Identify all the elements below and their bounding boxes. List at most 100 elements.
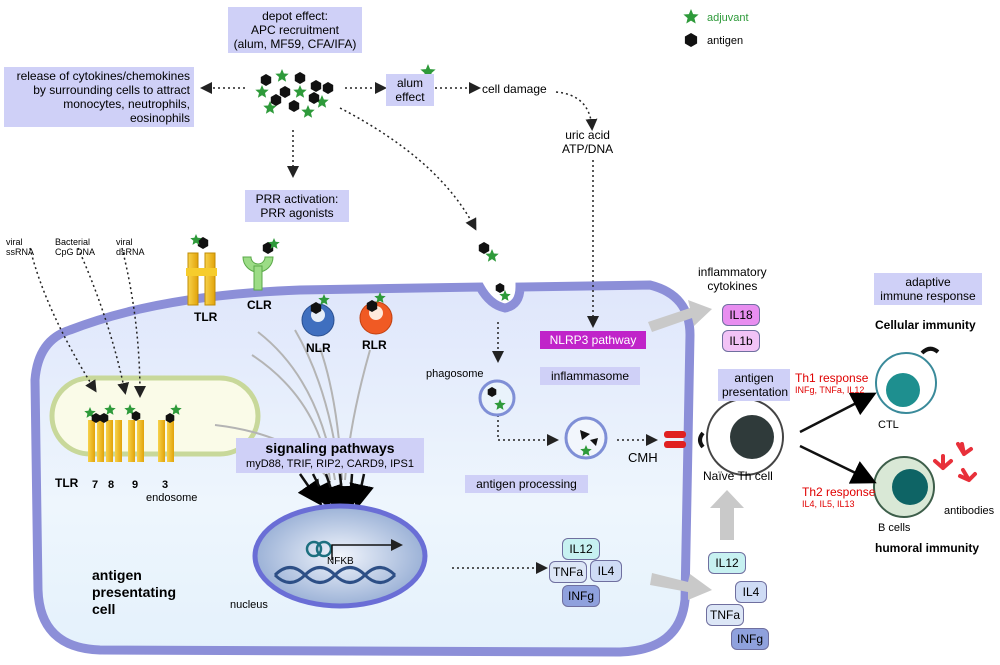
antigen-icon — [310, 302, 322, 314]
depot-line3: (alum, MF59, CFA/IFA) — [233, 37, 357, 51]
il4-inner-badge: IL4 — [590, 560, 622, 582]
endosome-shape — [49, 375, 261, 457]
tlr3-label: 3 — [162, 479, 169, 491]
nfkb-label: NFKB — [327, 556, 354, 567]
nucleus-label: nucleus — [230, 599, 268, 611]
th1-sub: INFg, TNFa, IL12 — [795, 385, 865, 395]
nlr-label: NLR — [306, 341, 331, 355]
antigen-icon — [131, 411, 141, 421]
alum-line2: effect — [395, 90, 425, 104]
signaling-pathways-box: signaling pathways myD88, TRIF, RIP2, CA… — [236, 438, 424, 473]
tlr8-label: 8 — [108, 479, 115, 491]
infl-line2: cytokines — [707, 279, 758, 293]
th2-sub: IL4, IL5, IL13 — [802, 499, 855, 509]
th1-label: Th1 response INFg, TNFa, IL12 — [795, 371, 868, 396]
release-line3: monocytes, neutrophils, eosinophils — [63, 97, 190, 125]
antigen-icon — [495, 283, 505, 293]
adjuvant-icon — [104, 404, 116, 415]
adjuvant-icon — [268, 238, 280, 249]
uric-line2: ATP/DNA — [562, 142, 614, 156]
cmh-receptor — [664, 431, 686, 448]
antigen-icon — [487, 387, 497, 397]
adjuvant-icon — [301, 105, 315, 118]
adjuvant-icon — [190, 234, 202, 245]
cellular-immunity-label: Cellular immunity — [875, 318, 976, 332]
apc-line1: antigen — [92, 567, 142, 583]
phagosome-vesicle — [478, 379, 516, 417]
cmh-label: CMH — [628, 450, 658, 465]
il12-outer-badge: IL12 — [708, 552, 746, 574]
ssrna-line1: viral — [6, 237, 23, 247]
inflammatory-arrow — [648, 300, 712, 332]
antigen-icon — [165, 413, 175, 423]
adjuvant-icon — [374, 292, 386, 303]
cpg-line2: CpG DNA — [55, 247, 96, 257]
th2-label: Th2 response IL4, IL5, IL13 — [802, 485, 875, 510]
infg-inner-badge: INFg — [562, 585, 600, 607]
adjuvant-icon — [580, 445, 592, 456]
adjuvant-icon — [485, 249, 499, 262]
ap-line1: antigen — [734, 371, 774, 385]
bacterial-cpg-label: Bacterial CpG DNA — [55, 237, 95, 257]
adjuvant-icon — [124, 404, 136, 415]
depot-line2: APC recruitment — [250, 23, 340, 37]
antigen-icon — [99, 413, 109, 423]
adaptive-response-box: adaptive immune response — [874, 273, 982, 305]
dsrna-line2: dsRNA — [116, 247, 145, 257]
signaling-title: signaling pathways — [265, 440, 395, 456]
antigen-icon — [308, 92, 320, 104]
antibodies-label: antibodies — [944, 505, 995, 517]
il18-badge: IL18 — [722, 304, 760, 326]
inflammasome-box: inflammasome — [540, 367, 640, 385]
endosome-label: endosome — [146, 492, 198, 504]
uric-acid-label: uric acid ATP/DNA — [562, 128, 613, 156]
tlr-surface-label: TLR — [194, 310, 218, 324]
prr-line1: PRR activation: — [255, 192, 339, 206]
legend-adjuvant-label: adjuvant — [707, 12, 749, 24]
humoral-immunity-label: humoral immunity — [875, 541, 980, 555]
endosome-tlrs — [88, 420, 174, 462]
b-cells-label: B cells — [878, 522, 911, 534]
antigen-icon — [288, 100, 300, 112]
depot-line1: depot effect: — [262, 9, 328, 23]
apc-line3: cell — [92, 601, 116, 617]
dna-icon — [273, 566, 397, 584]
adaptive-line2: immune response — [880, 289, 976, 303]
nlrp3-box: NLRP3 pathway — [540, 331, 646, 349]
cytokine-export-arrow — [650, 573, 712, 600]
tlr-surface-receptor — [186, 252, 217, 306]
th1-title: Th1 response — [795, 371, 869, 385]
antigen-icon — [478, 242, 490, 254]
adjuvant-icon — [494, 399, 506, 410]
viral-dsrna-label: viral dsRNA — [116, 237, 145, 257]
adjuvant-icon — [255, 85, 269, 98]
release-line1: release of cytokines/chemokines — [16, 69, 190, 83]
adjuvant-icon — [499, 290, 511, 301]
th2-title: Th2 response — [802, 485, 876, 499]
il1b-badge: IL1b — [722, 330, 760, 352]
antigen-icon — [310, 80, 322, 92]
tnfa-outer-badge: TNFa — [706, 604, 744, 626]
adjuvant-icon — [170, 404, 182, 415]
nfkb-icon — [305, 540, 333, 558]
prr-activation-box: PRR activation: PRR agonists — [245, 190, 349, 222]
il4-outer-badge: IL4 — [735, 581, 767, 603]
antigen-icon — [270, 94, 282, 106]
phagosome-label: phagosome — [426, 368, 484, 380]
clr-receptor — [242, 256, 274, 291]
tnfa-inner-badge: TNFa — [549, 561, 587, 583]
alum-line1: alum — [396, 76, 423, 90]
antigen-icon — [260, 74, 272, 86]
adaptive-line1: adaptive — [905, 275, 951, 289]
release-line2: by surrounding cells to attract — [33, 83, 190, 97]
depot-effect-box: depot effect: APC recruitment (alum, MF5… — [228, 7, 362, 53]
signaling-sub: myD88, TRIF, RIP2, CARD9, IPS1 — [246, 458, 414, 470]
cell-damage-label: cell damage — [482, 82, 547, 96]
infg-outer-badge: INFg — [731, 628, 769, 650]
apc-line2: presentating — [92, 584, 177, 600]
release-cytokines-box: release of cytokines/chemokines by surro… — [4, 67, 194, 127]
antigen-icon — [322, 82, 334, 94]
tlr7-label: 7 — [92, 479, 99, 491]
prr-line2: PRR agonists — [260, 206, 334, 220]
uric-line1: uric acid — [565, 128, 610, 142]
